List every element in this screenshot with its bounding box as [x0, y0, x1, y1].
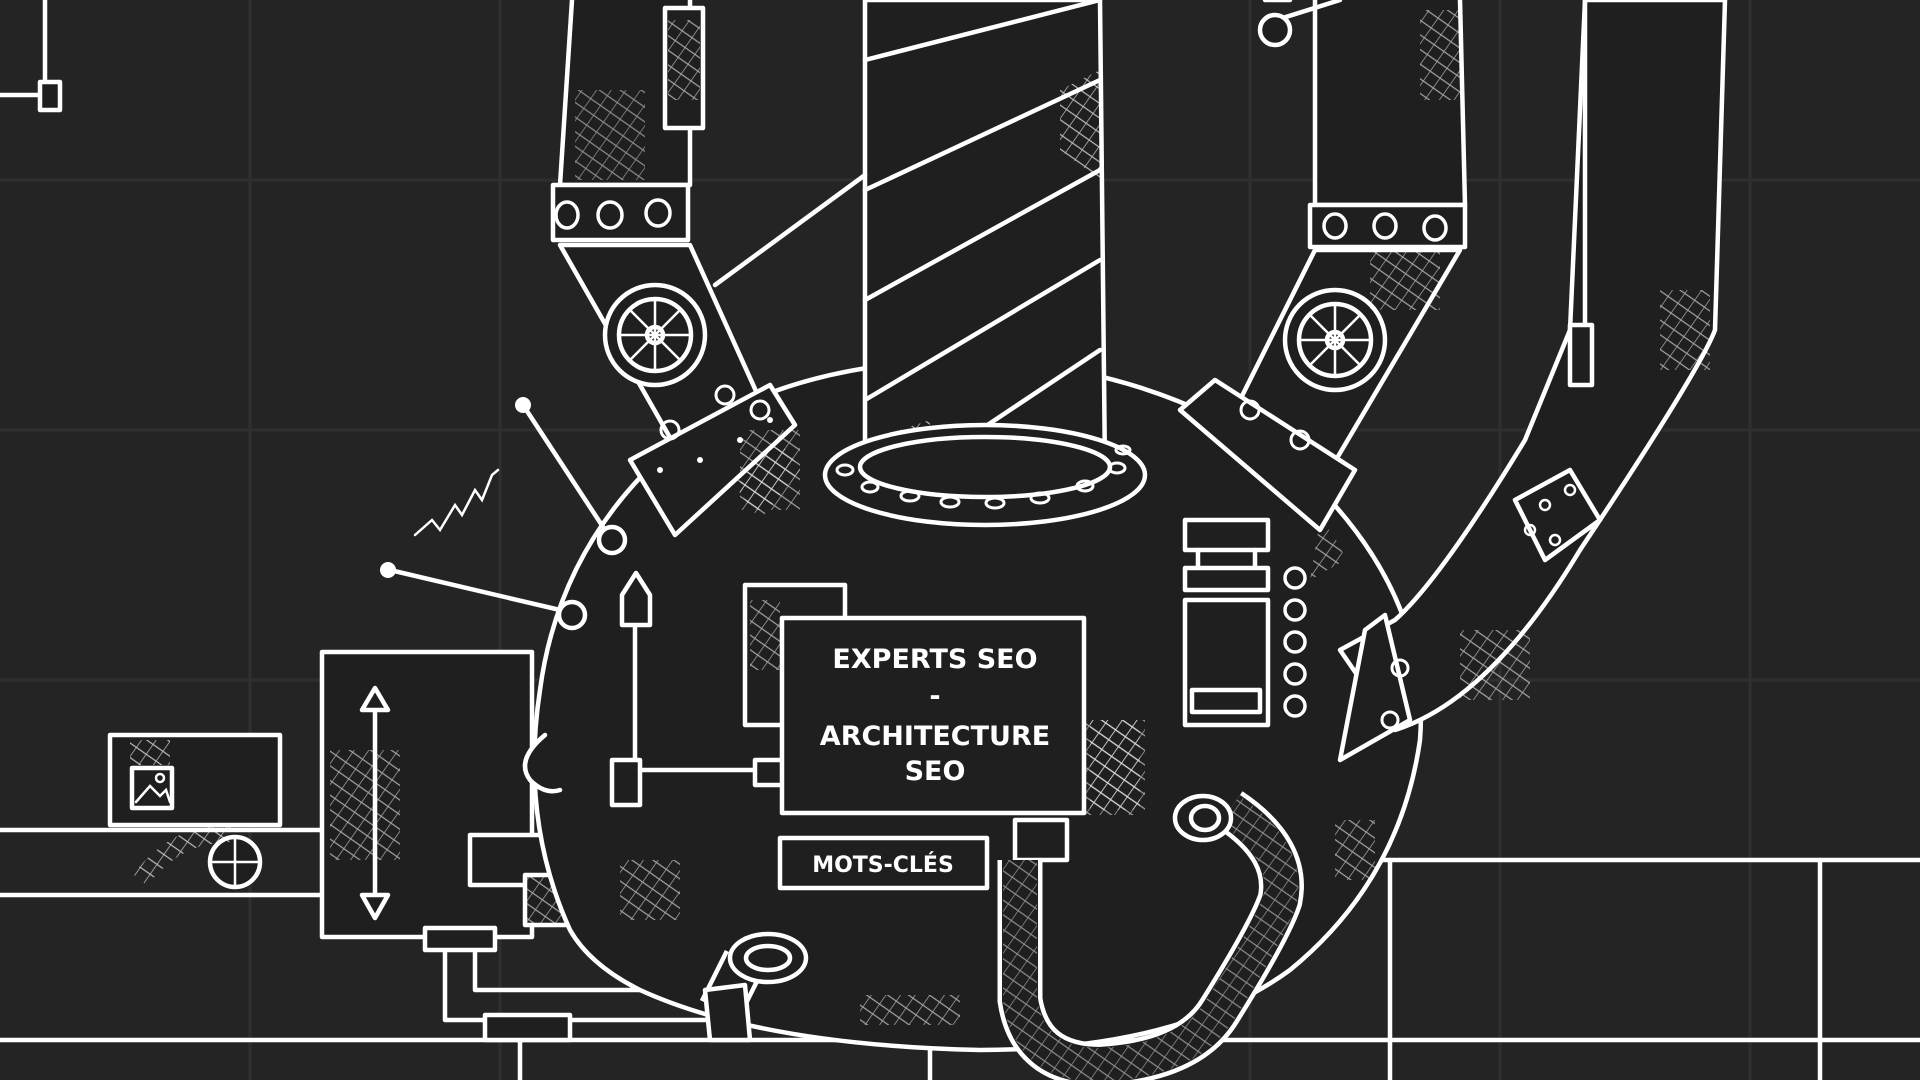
left-arm-pipe: [550, 0, 868, 538]
conveyor-wheel-icon: [207, 834, 263, 890]
valve-wheel-icon: [1282, 287, 1388, 393]
valve-wheel-icon: [602, 282, 708, 388]
sign-panel: EXPERTS SEO - ARCHITECTURE SEO: [779, 615, 1145, 816]
sign-line-4: SEO: [905, 756, 966, 787]
left-conveyor: [0, 732, 333, 898]
keywords-tag: MOTS-CLÉS: [777, 835, 990, 891]
antennas: [380, 397, 628, 631]
central-striped-pipe: [822, 0, 1148, 528]
keywords-tag-label: MOTS-CLÉS: [812, 852, 954, 878]
far-right-pipe: [1337, 0, 1728, 763]
sign-line-3: ARCHITECTURE: [820, 721, 1050, 752]
sign-line-2: -: [929, 681, 940, 712]
right-arm-pipe: [1177, 0, 1468, 533]
bottom-hoses: [699, 791, 1304, 1080]
sign-line-1: EXPERTS SEO: [832, 644, 1037, 675]
left-control-box: [319, 649, 535, 940]
right-control-panel: [1182, 517, 1307, 728]
top-left-pipe: [0, 0, 63, 113]
image-icon: [129, 765, 175, 811]
